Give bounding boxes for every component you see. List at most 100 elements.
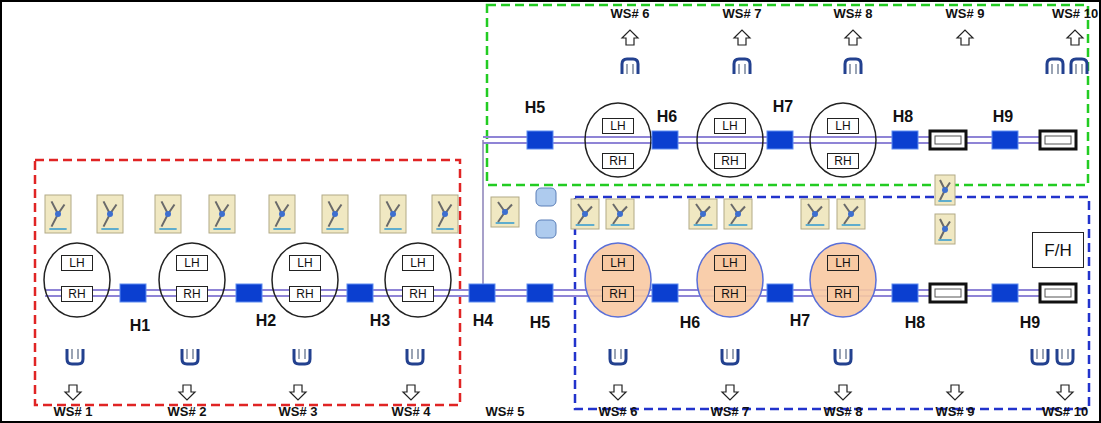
gripper-icon bbox=[67, 349, 83, 364]
side-box: RH bbox=[289, 286, 321, 302]
side-box: RH bbox=[602, 286, 634, 302]
gripper-icon bbox=[835, 349, 851, 364]
gripper-icon bbox=[622, 59, 638, 74]
workstation-label: WS# 10 bbox=[1052, 7, 1098, 20]
robot-icon bbox=[269, 195, 295, 233]
gripper-icon bbox=[845, 59, 861, 74]
stopper-label: H6 bbox=[680, 315, 700, 331]
robot-base bbox=[213, 228, 230, 230]
stopper-label: H1 bbox=[130, 318, 150, 334]
box-text: LH bbox=[610, 257, 625, 269]
robot-joint bbox=[332, 211, 338, 217]
robot-icon bbox=[689, 199, 717, 229]
direction-arrow bbox=[403, 385, 419, 400]
robot-joint bbox=[279, 211, 285, 217]
stopper-label: H4 bbox=[473, 313, 493, 329]
box-text: LH bbox=[722, 257, 737, 269]
direction-arrow bbox=[610, 385, 626, 400]
robot-icon bbox=[322, 195, 348, 233]
direction-arrow bbox=[1057, 385, 1073, 400]
gripper-icon bbox=[734, 59, 750, 74]
robot-joint bbox=[442, 211, 448, 217]
gripper-icon bbox=[1071, 59, 1087, 74]
robot-icon bbox=[935, 214, 955, 244]
stopper-label: H8 bbox=[905, 315, 925, 331]
gripper-icon bbox=[1057, 349, 1073, 364]
robot-icon bbox=[935, 175, 955, 205]
stopper-block bbox=[120, 284, 146, 302]
side-box: RH bbox=[827, 286, 859, 302]
gripper-icon bbox=[622, 59, 638, 74]
stopper-block bbox=[527, 284, 553, 302]
robot-icon bbox=[571, 199, 599, 229]
buffer-station-inner bbox=[1045, 289, 1071, 297]
stopper-label: H5 bbox=[525, 100, 545, 116]
robot-icon bbox=[801, 199, 829, 229]
robot-joint bbox=[55, 211, 61, 217]
workstation-label: WS# 8 bbox=[823, 405, 862, 418]
box-text: RH bbox=[183, 288, 200, 300]
robot-arm bbox=[52, 201, 65, 226]
box-text: RH bbox=[721, 288, 738, 300]
robot-base bbox=[611, 224, 630, 226]
side-box: RH bbox=[402, 286, 434, 302]
stopper-block bbox=[652, 131, 678, 149]
robot-icon bbox=[269, 195, 295, 233]
stopper-block bbox=[527, 131, 553, 149]
box-text: LH bbox=[184, 257, 199, 269]
stopper-label: H9 bbox=[1020, 315, 1040, 331]
robot-icon bbox=[689, 199, 717, 229]
robot-icon bbox=[155, 195, 181, 233]
robot-arm bbox=[329, 201, 342, 226]
workstation-label: WS# 1 bbox=[53, 405, 92, 418]
workstation-label: WS# 9 bbox=[945, 7, 984, 20]
gripper-icon bbox=[610, 349, 626, 364]
side-box: LH bbox=[602, 255, 634, 271]
stopper-block bbox=[469, 284, 495, 302]
direction-arrow bbox=[835, 385, 851, 400]
stopper-block bbox=[767, 131, 793, 149]
side-box: LH bbox=[602, 118, 634, 134]
box-text: RH bbox=[834, 155, 851, 167]
side-box: RH bbox=[61, 286, 93, 302]
gripper-finger bbox=[1037, 349, 1043, 359]
gripper-icon bbox=[407, 349, 423, 364]
robot-icon bbox=[571, 199, 599, 229]
stopper-block bbox=[892, 131, 918, 149]
robot-joint bbox=[812, 211, 818, 217]
zone-outline bbox=[575, 197, 1089, 409]
direction-arrow bbox=[734, 30, 750, 45]
side-box: LH bbox=[176, 255, 208, 271]
side-box: LH bbox=[714, 255, 746, 271]
robot-arm bbox=[613, 204, 627, 224]
buffer-station-inner bbox=[935, 136, 961, 144]
gripper-icon bbox=[722, 349, 738, 364]
side-box: LH bbox=[714, 118, 746, 134]
gripper-icon bbox=[67, 349, 83, 364]
direction-arrow bbox=[957, 30, 973, 45]
stopper-block bbox=[347, 284, 373, 302]
robot-icon bbox=[45, 195, 71, 233]
robot-icon bbox=[935, 214, 955, 244]
buffer-station bbox=[1040, 131, 1076, 149]
gripper-finger bbox=[1076, 64, 1082, 74]
box-text: RH bbox=[409, 288, 426, 300]
gripper-finger bbox=[1052, 64, 1058, 74]
stopper-label: H6 bbox=[657, 109, 677, 125]
robot-icon bbox=[724, 199, 752, 229]
robot-icon bbox=[432, 195, 458, 233]
robot-arm bbox=[439, 201, 452, 226]
workstation-label: WS# 8 bbox=[833, 7, 872, 20]
gripper-finger bbox=[739, 64, 745, 74]
robot-joint bbox=[848, 211, 854, 217]
gripper-icon bbox=[182, 349, 198, 364]
workstation-label: WS# 6 bbox=[598, 405, 637, 418]
robot-base bbox=[938, 200, 951, 202]
gripper-icon bbox=[734, 59, 750, 74]
direction-arrow bbox=[845, 30, 861, 45]
gripper-icon bbox=[294, 349, 310, 364]
robot-arm bbox=[162, 201, 175, 226]
workstation-label: WS# 7 bbox=[722, 7, 761, 20]
side-box: LH bbox=[827, 118, 859, 134]
